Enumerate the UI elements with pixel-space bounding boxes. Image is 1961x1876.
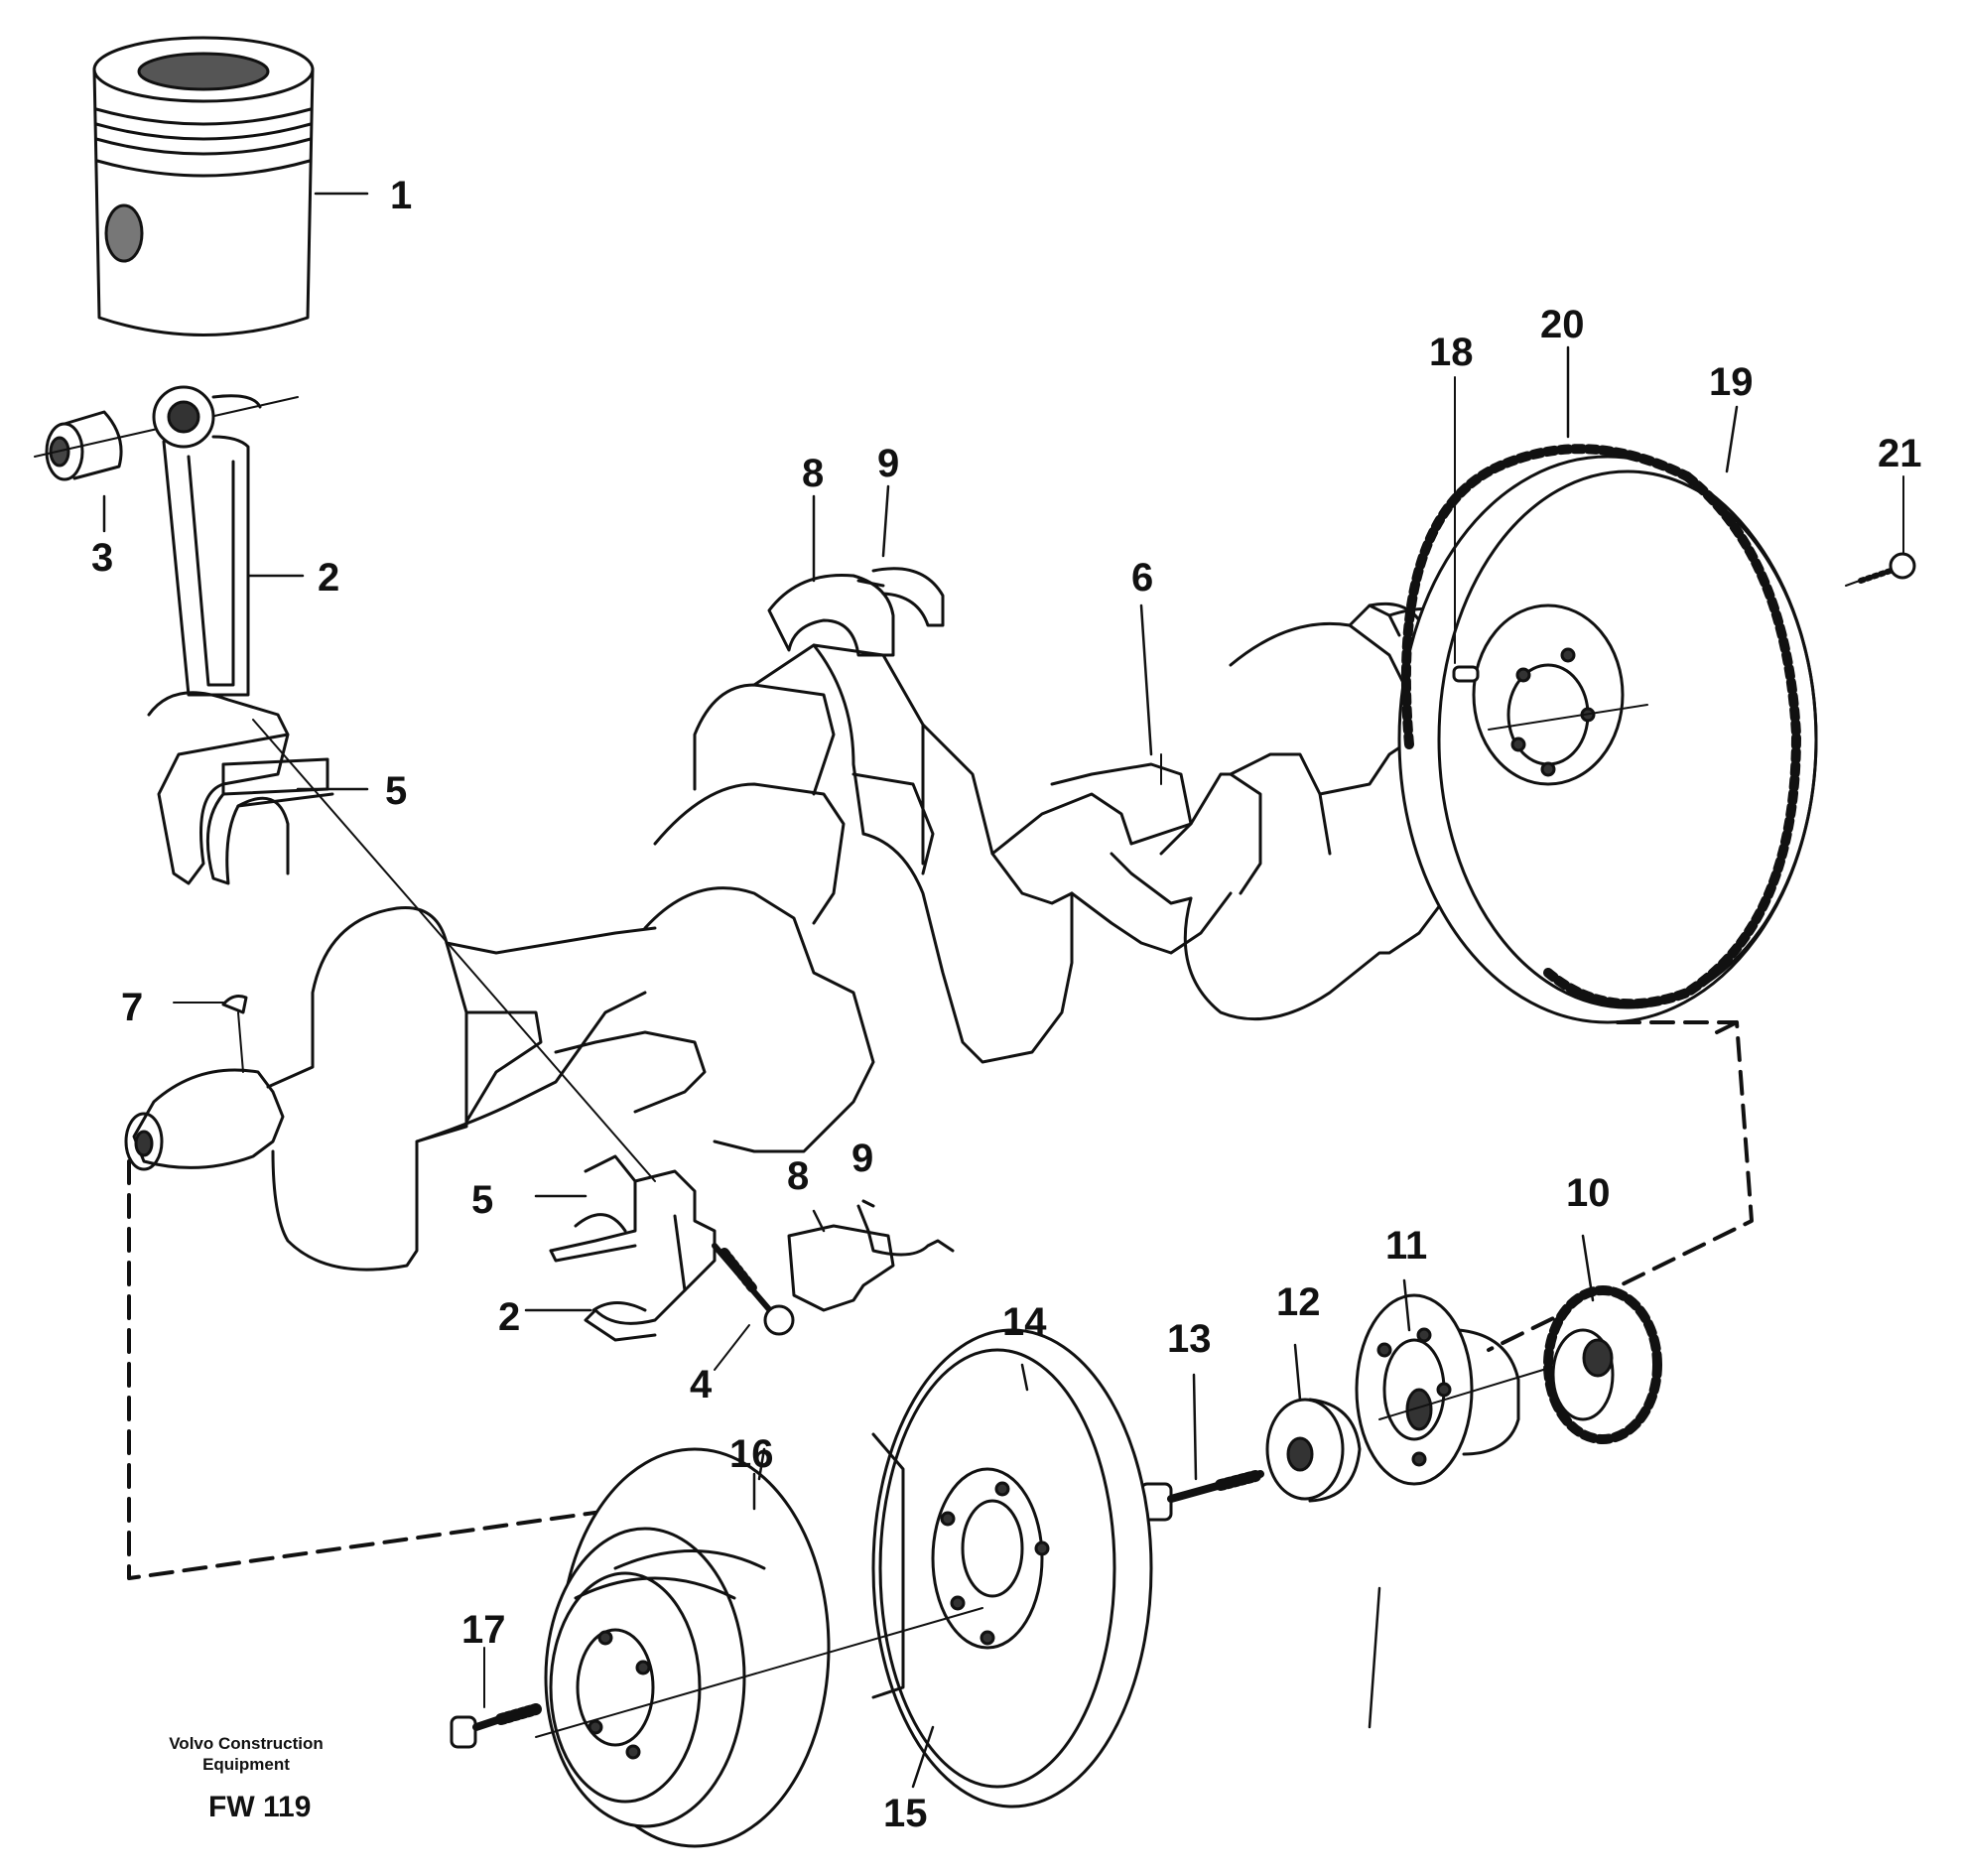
crankshaft-hub — [1355, 1293, 1544, 1486]
main-bearing-shell-lower — [787, 1199, 955, 1312]
callout-5: 5 — [385, 769, 407, 813]
flywheel-bolt — [1845, 475, 1916, 587]
flywheel-dowel-pin — [1452, 376, 1480, 683]
callout-16: 16 — [729, 1432, 774, 1476]
crankshaft-gear — [1543, 1285, 1662, 1444]
washer — [1265, 1398, 1362, 1503]
assembly-outline — [127, 1159, 766, 1580]
callout-1: 1 — [390, 174, 412, 217]
callout-14: 14 — [1002, 1300, 1047, 1344]
callout-13: 13 — [1167, 1317, 1212, 1361]
conrod-cap — [584, 1169, 717, 1342]
callout-labels: 1 2 3 5 8 9 6 18 20 19 21 7 5 8 9 10 11 … — [91, 174, 1922, 1835]
callout-7: 7 — [121, 986, 143, 1029]
piston — [92, 36, 315, 336]
callout-11: 11 — [1385, 1224, 1427, 1268]
connecting-rod — [147, 385, 290, 885]
callout-8: 8 — [802, 452, 824, 495]
callout-12: 12 — [1276, 1280, 1321, 1324]
conrod-bearing-shell-upper — [205, 757, 334, 885]
callout-8: 8 — [787, 1154, 809, 1198]
figure-code: FW 119 — [208, 1791, 311, 1823]
callout-9: 9 — [877, 442, 899, 485]
hub-bolt — [1139, 1470, 1264, 1522]
callout-19: 19 — [1709, 360, 1754, 404]
callout-6: 6 — [1131, 556, 1153, 600]
callout-2: 2 — [318, 556, 339, 600]
callout-3: 3 — [91, 536, 113, 580]
conrod-bearing-shell-lower — [549, 1154, 637, 1263]
callout-9: 9 — [851, 1137, 873, 1180]
callout-2: 2 — [498, 1295, 520, 1339]
callout-5: 5 — [471, 1178, 493, 1222]
maker-line-1: Volvo Construction — [169, 1734, 324, 1753]
conrod-bolt — [712, 1243, 795, 1371]
flywheel — [1397, 455, 1818, 1024]
callout-20: 20 — [1540, 303, 1585, 346]
main-journal — [1050, 753, 1193, 856]
piston-pin-bushing — [34, 396, 299, 481]
vibration-damper — [871, 1328, 1153, 1809]
callout-21: 21 — [1878, 432, 1922, 475]
callout-4: 4 — [690, 1363, 713, 1407]
pulley-bolt — [450, 1647, 542, 1749]
crankshaft-key — [173, 995, 248, 1073]
callout-18: 18 — [1429, 331, 1474, 374]
flywheel-ring-gear — [1400, 444, 1692, 749]
callout-17: 17 — [461, 1608, 506, 1652]
belt-pulley — [535, 1447, 983, 1848]
main-bearing-shell-upper — [767, 567, 945, 657]
callout-10: 10 — [1566, 1171, 1611, 1215]
maker-line-2: Equipment — [202, 1755, 290, 1774]
callout-15: 15 — [883, 1792, 928, 1835]
